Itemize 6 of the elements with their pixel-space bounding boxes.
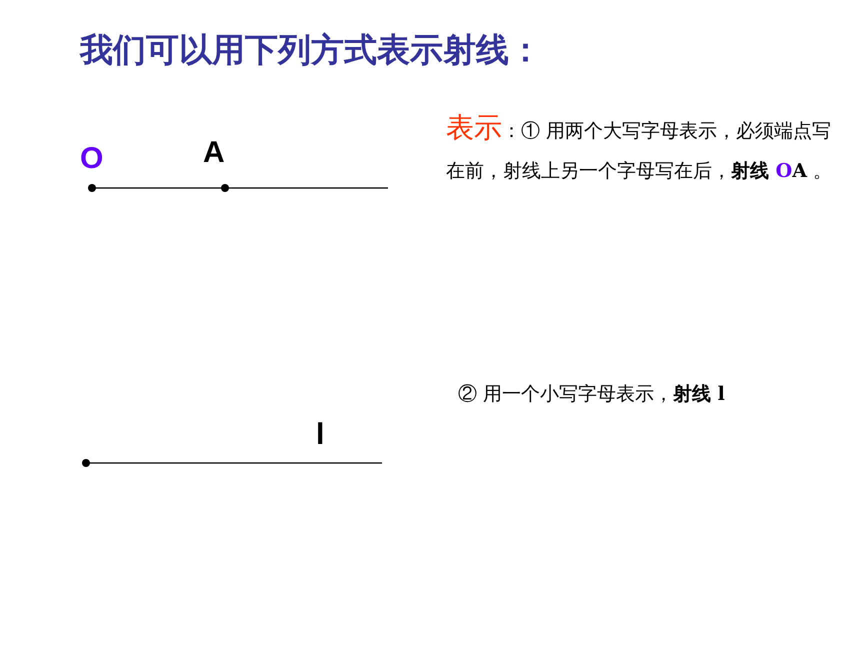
ray-label: l xyxy=(316,418,324,452)
explanation-text: 表示：① 用两个大写字母表示，必须端点写在前，射线上另一个字母写在后，射线 OA 。 xyxy=(446,110,833,184)
title: 我们可以用下列方式表示射线： xyxy=(80,29,542,71)
explanation-text: ② 用一个小写字母表示，射线 l xyxy=(458,382,726,407)
point-label: O xyxy=(80,142,104,176)
point-label: A xyxy=(203,136,225,170)
